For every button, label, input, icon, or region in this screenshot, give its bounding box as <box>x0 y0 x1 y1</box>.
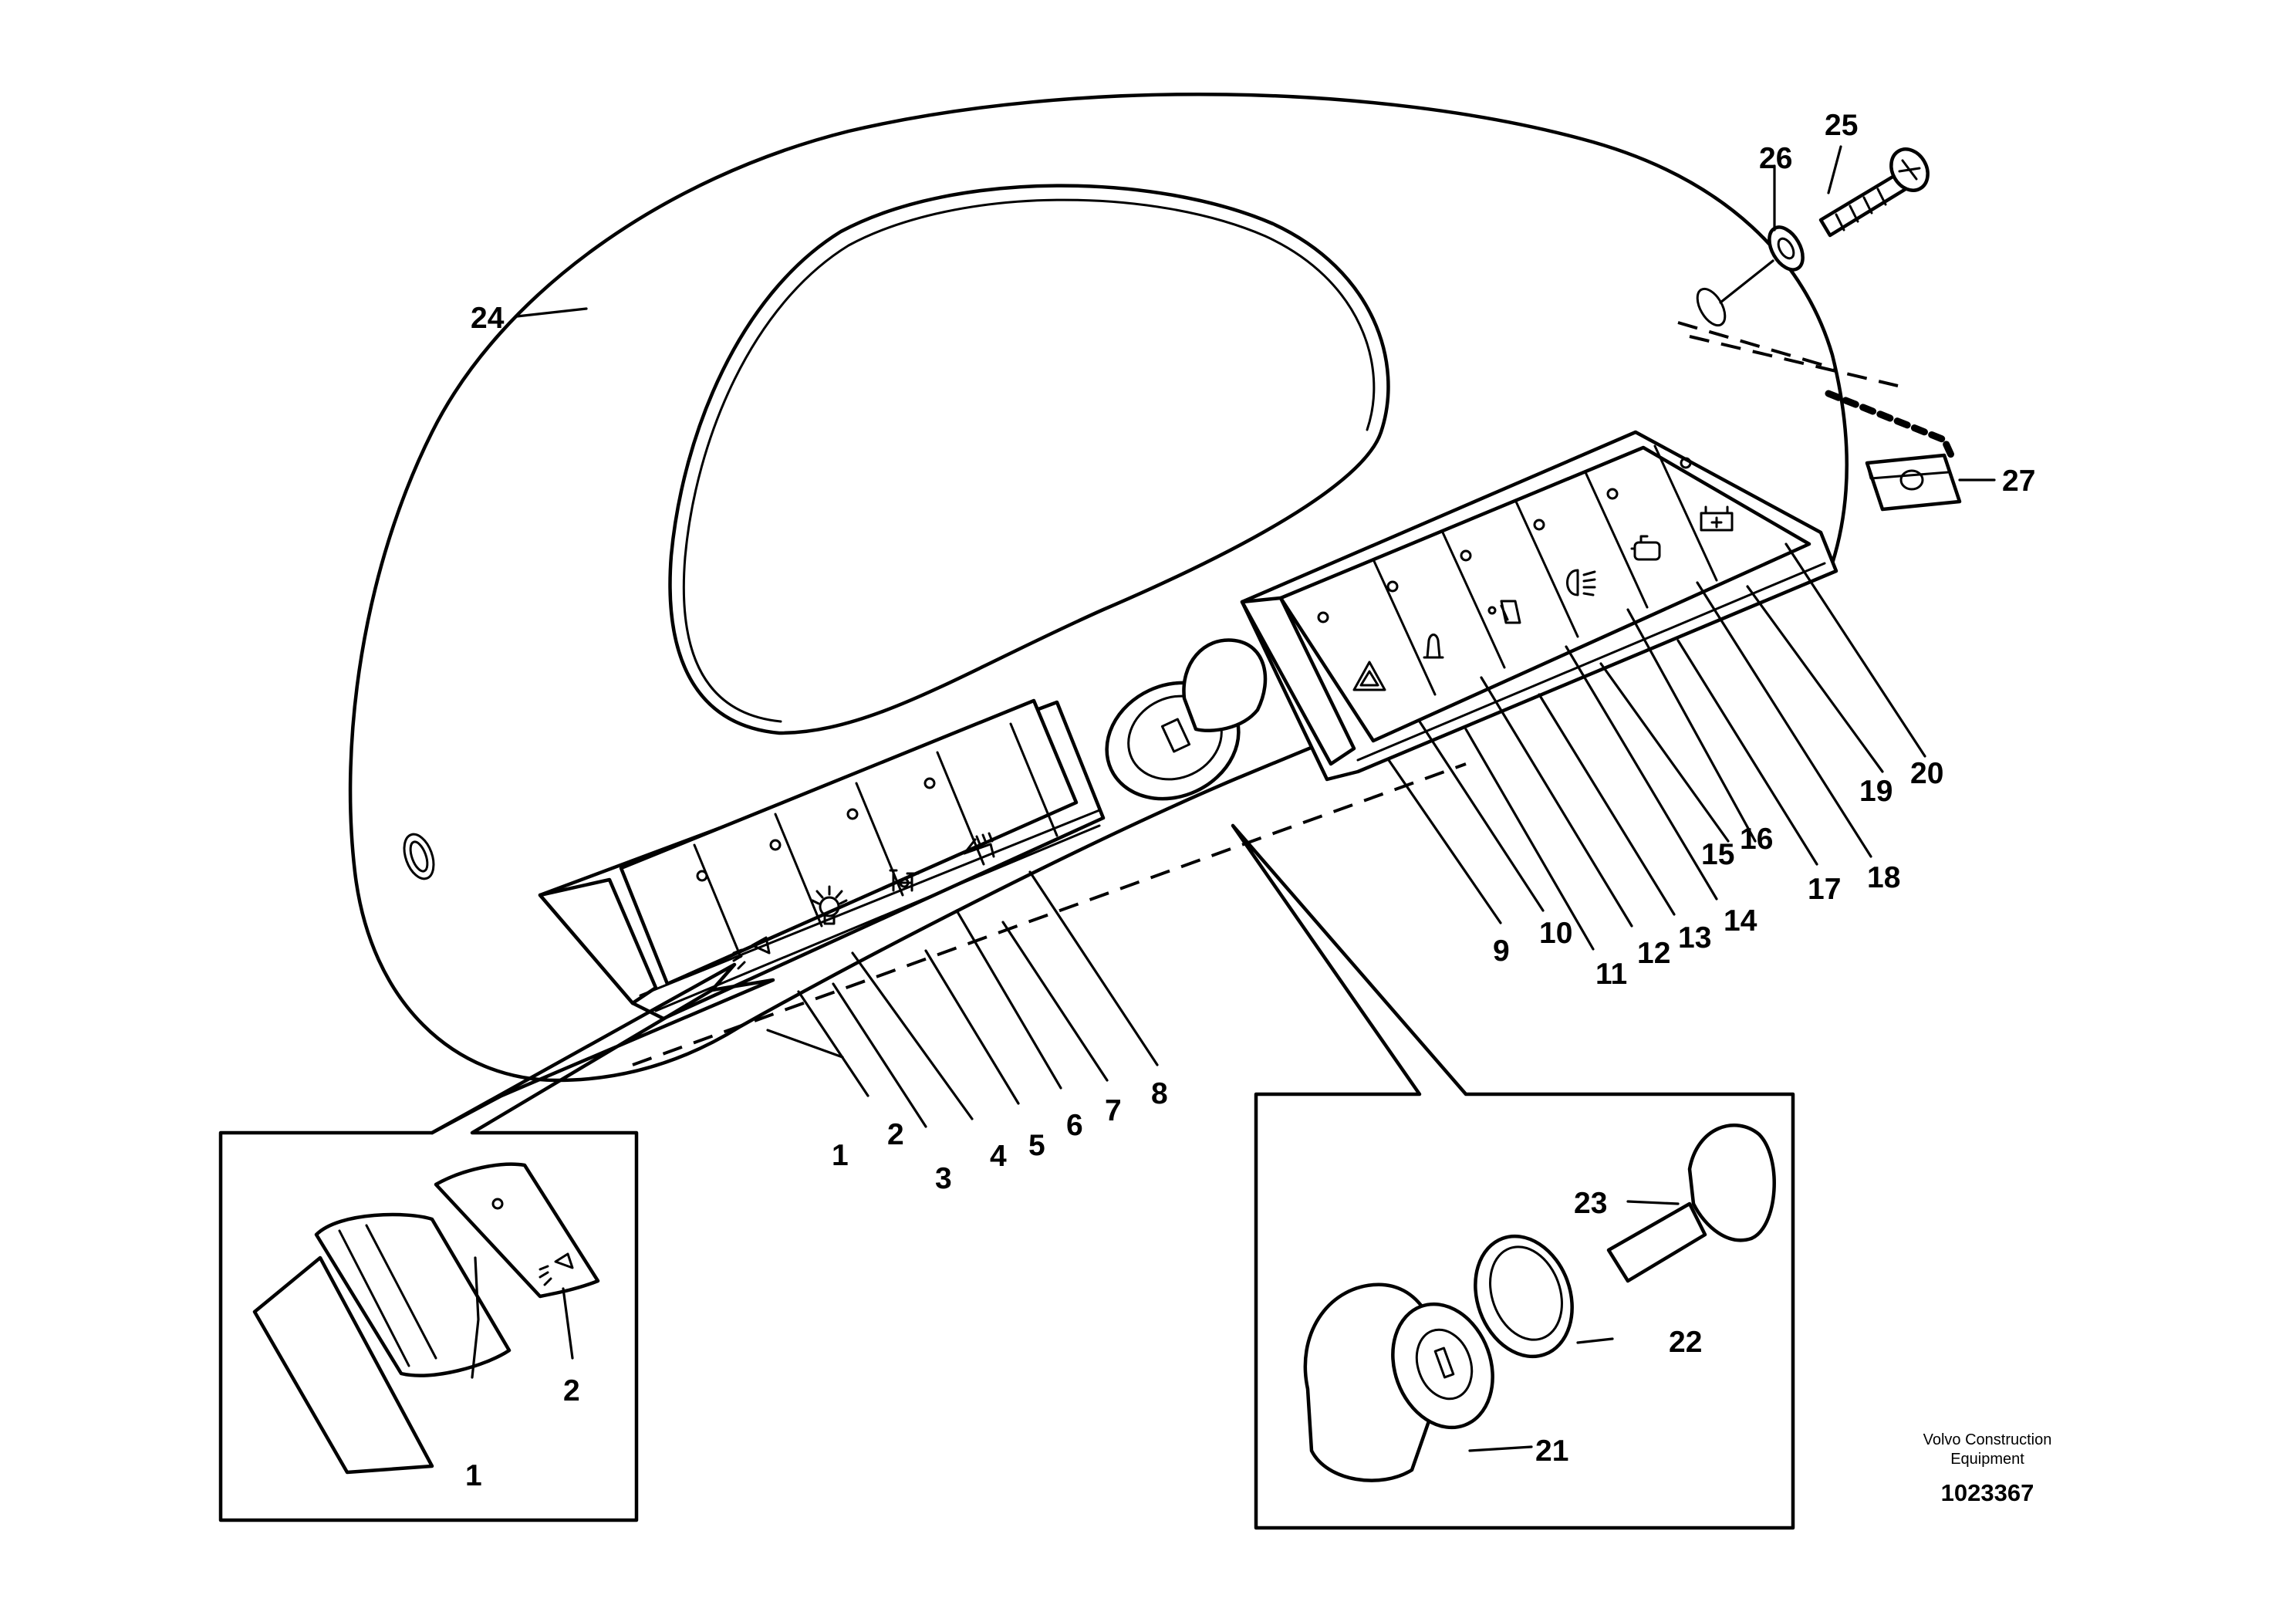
work-light-icon <box>732 936 771 970</box>
part-number-5: 5 <box>1028 1129 1045 1162</box>
part-number-1: 1 <box>832 1139 849 1172</box>
part-number-22: 22 <box>1669 1326 1702 1359</box>
part-number-21: 21 <box>1535 1434 1568 1468</box>
detail-part-number-1: 1 <box>465 1459 482 1492</box>
part-number-14: 14 <box>1724 904 1757 938</box>
heater-icon <box>963 832 995 858</box>
drawing-number: 1023367 <box>1941 1479 2034 1506</box>
part-number-16: 16 <box>1740 823 1773 856</box>
part-number-25: 25 <box>1825 109 1858 142</box>
part-number-4: 4 <box>990 1140 1007 1173</box>
clip-dash-link <box>1825 390 1956 461</box>
rear-wiper-icon <box>1487 600 1521 624</box>
part-number-11: 11 <box>1595 958 1627 991</box>
washer <box>1768 225 1805 272</box>
part-numbers: 1 2 3 4 5 6 7 8 9 10 11 12 13 14 15 16 1… <box>465 109 2035 1492</box>
brand-line-1: Volvo Construction <box>1923 1431 2052 1448</box>
part-number-27: 27 <box>2002 465 2035 498</box>
screw <box>1818 147 1930 238</box>
panel-cover <box>348 92 1899 1083</box>
work-light-icon <box>539 1252 574 1286</box>
part-number-12: 12 <box>1637 937 1670 970</box>
part-number-13: 13 <box>1678 921 1711 955</box>
mounting-hole <box>1696 287 1727 327</box>
washer-icon <box>1630 535 1661 561</box>
part-number-18: 18 <box>1867 861 1900 894</box>
hazard-warning-icon <box>1352 661 1386 691</box>
part-number-24: 24 <box>471 302 505 335</box>
detail-box-ignition <box>1231 823 1795 1530</box>
screw-axis-line <box>1719 259 1774 304</box>
detail-part-number-2: 2 <box>563 1374 580 1407</box>
part-number-26: 26 <box>1759 142 1792 175</box>
leader-lines <box>471 145 1996 1452</box>
part-number-17: 17 <box>1808 873 1841 906</box>
part-number-9: 9 <box>1493 934 1510 968</box>
detail-box-switch <box>218 962 775 1522</box>
lamp-icon <box>811 885 848 925</box>
part-number-10: 10 <box>1539 917 1572 950</box>
part-number-8: 8 <box>1151 1077 1168 1110</box>
footer: Volvo Construction Equipment 1023367 <box>1923 1431 2052 1506</box>
clip-nut <box>1865 453 1962 512</box>
beacon-icon <box>1423 634 1444 659</box>
part-number-3: 3 <box>935 1162 952 1195</box>
part-number-2: 2 <box>887 1118 904 1151</box>
part-number-6: 6 <box>1066 1109 1083 1142</box>
part-number-20: 20 <box>1910 757 1943 790</box>
part-number-19: 19 <box>1859 775 1893 808</box>
left-switch-group <box>538 698 1106 1021</box>
battery-icon <box>1700 505 1734 532</box>
brand-line-2: Equipment <box>1950 1451 2024 1468</box>
part-number-7: 7 <box>1105 1094 1122 1127</box>
ignition-lock <box>1105 638 1268 801</box>
part-number-23: 23 <box>1574 1187 1607 1220</box>
part-number-15: 15 <box>1701 838 1734 871</box>
headlight-icon <box>1566 569 1596 596</box>
right-switch-group <box>1240 430 1838 782</box>
brake-pedal-icon <box>889 869 920 892</box>
